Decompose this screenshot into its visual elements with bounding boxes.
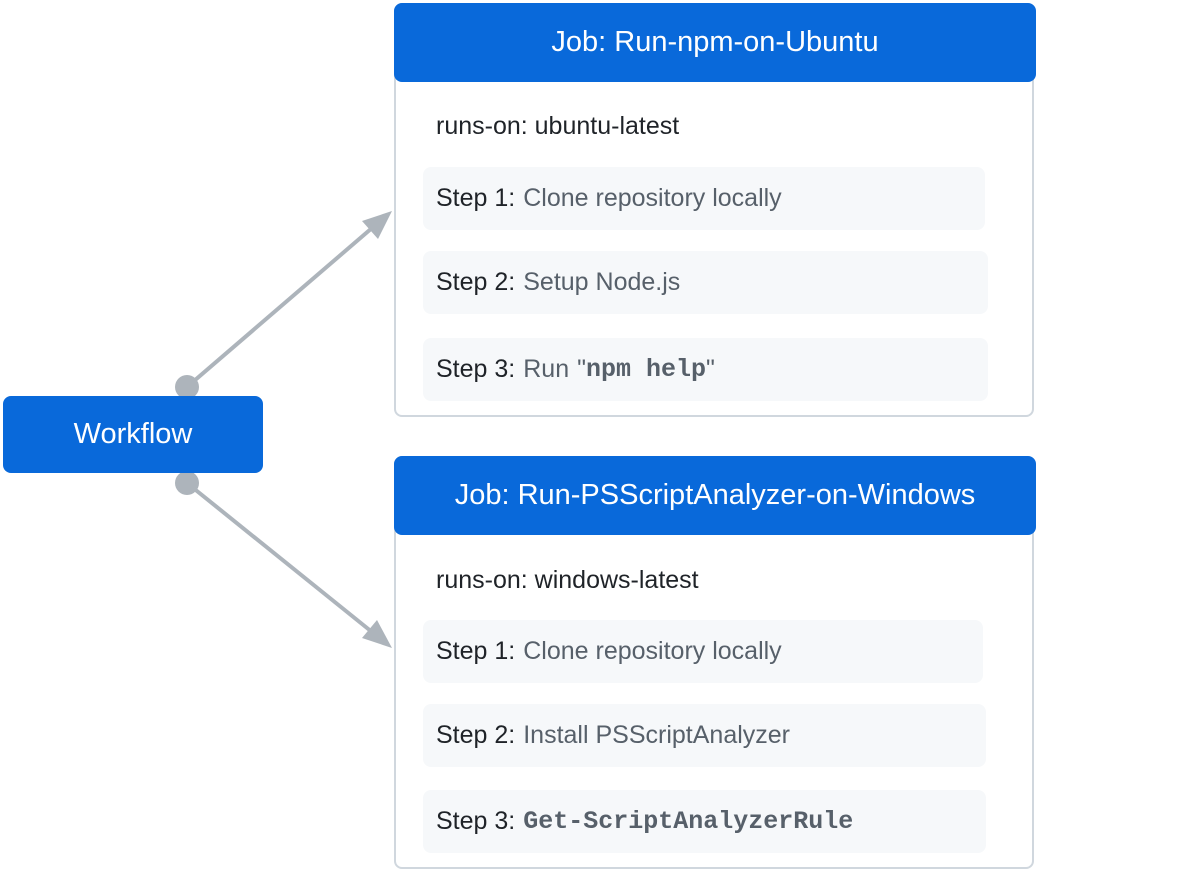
connector-dot-bottom <box>175 471 199 495</box>
job-card-windows: Job: Run-PSScriptAnalyzer-on-Windows run… <box>394 456 1036 869</box>
ubuntu-step-1: Step 1: Clone repository locally <box>423 167 985 230</box>
windows-step-3: Step 3: Get-ScriptAnalyzerRule <box>423 790 986 853</box>
connector-to-ubuntu-job <box>185 226 374 389</box>
job-title-ubuntu: Job: Run-npm-on-Ubuntu <box>394 3 1036 82</box>
job-title-text: Job: Run-npm-on-Ubuntu <box>551 26 879 58</box>
step-number: Step 1: <box>436 637 516 665</box>
connector-dot-top <box>175 375 199 399</box>
step-description: Clone repository locally <box>523 637 782 665</box>
arrowhead-to-ubuntu-job <box>362 211 392 239</box>
connector-to-windows-job <box>185 481 374 634</box>
job-card-ubuntu: Job: Run-npm-on-Ubuntu runs-on: ubuntu-l… <box>394 3 1036 417</box>
ubuntu-step-3: Step 3: Run " npm help " <box>423 338 988 401</box>
step-number: Step 1: <box>436 184 516 212</box>
step-number: Step 3: <box>436 807 516 835</box>
arrowhead-to-windows-job <box>362 620 392 648</box>
step-description: Install PSScriptAnalyzer <box>523 721 791 749</box>
runs-on-ubuntu: runs-on: ubuntu-latest <box>436 112 680 140</box>
close-quote: " <box>706 355 715 383</box>
job-title-text: Job: Run-PSScriptAnalyzer-on-Windows <box>454 479 976 511</box>
windows-step-1: Step 1: Clone repository locally <box>423 620 983 683</box>
step-description: Setup Node.js <box>523 268 681 296</box>
runs-on-windows: runs-on: windows-latest <box>436 566 699 594</box>
step-description: Run <box>523 355 570 383</box>
job-title-windows: Job: Run-PSScriptAnalyzer-on-Windows <box>394 456 1036 535</box>
step-number: Step 3: <box>436 355 516 383</box>
ubuntu-step-2: Step 2: Setup Node.js <box>423 251 988 314</box>
workflow-node: Workflow <box>3 396 263 473</box>
workflow-label: Workflow <box>73 418 193 450</box>
step-number: Step 2: <box>436 721 516 749</box>
open-quote: " <box>577 355 586 383</box>
windows-step-2: Step 2: Install PSScriptAnalyzer <box>423 704 986 767</box>
step-description: Clone repository locally <box>523 184 782 212</box>
step-code: Get-ScriptAnalyzerRule <box>523 807 854 836</box>
step-code: npm help <box>585 355 707 384</box>
step-number: Step 2: <box>436 268 516 296</box>
